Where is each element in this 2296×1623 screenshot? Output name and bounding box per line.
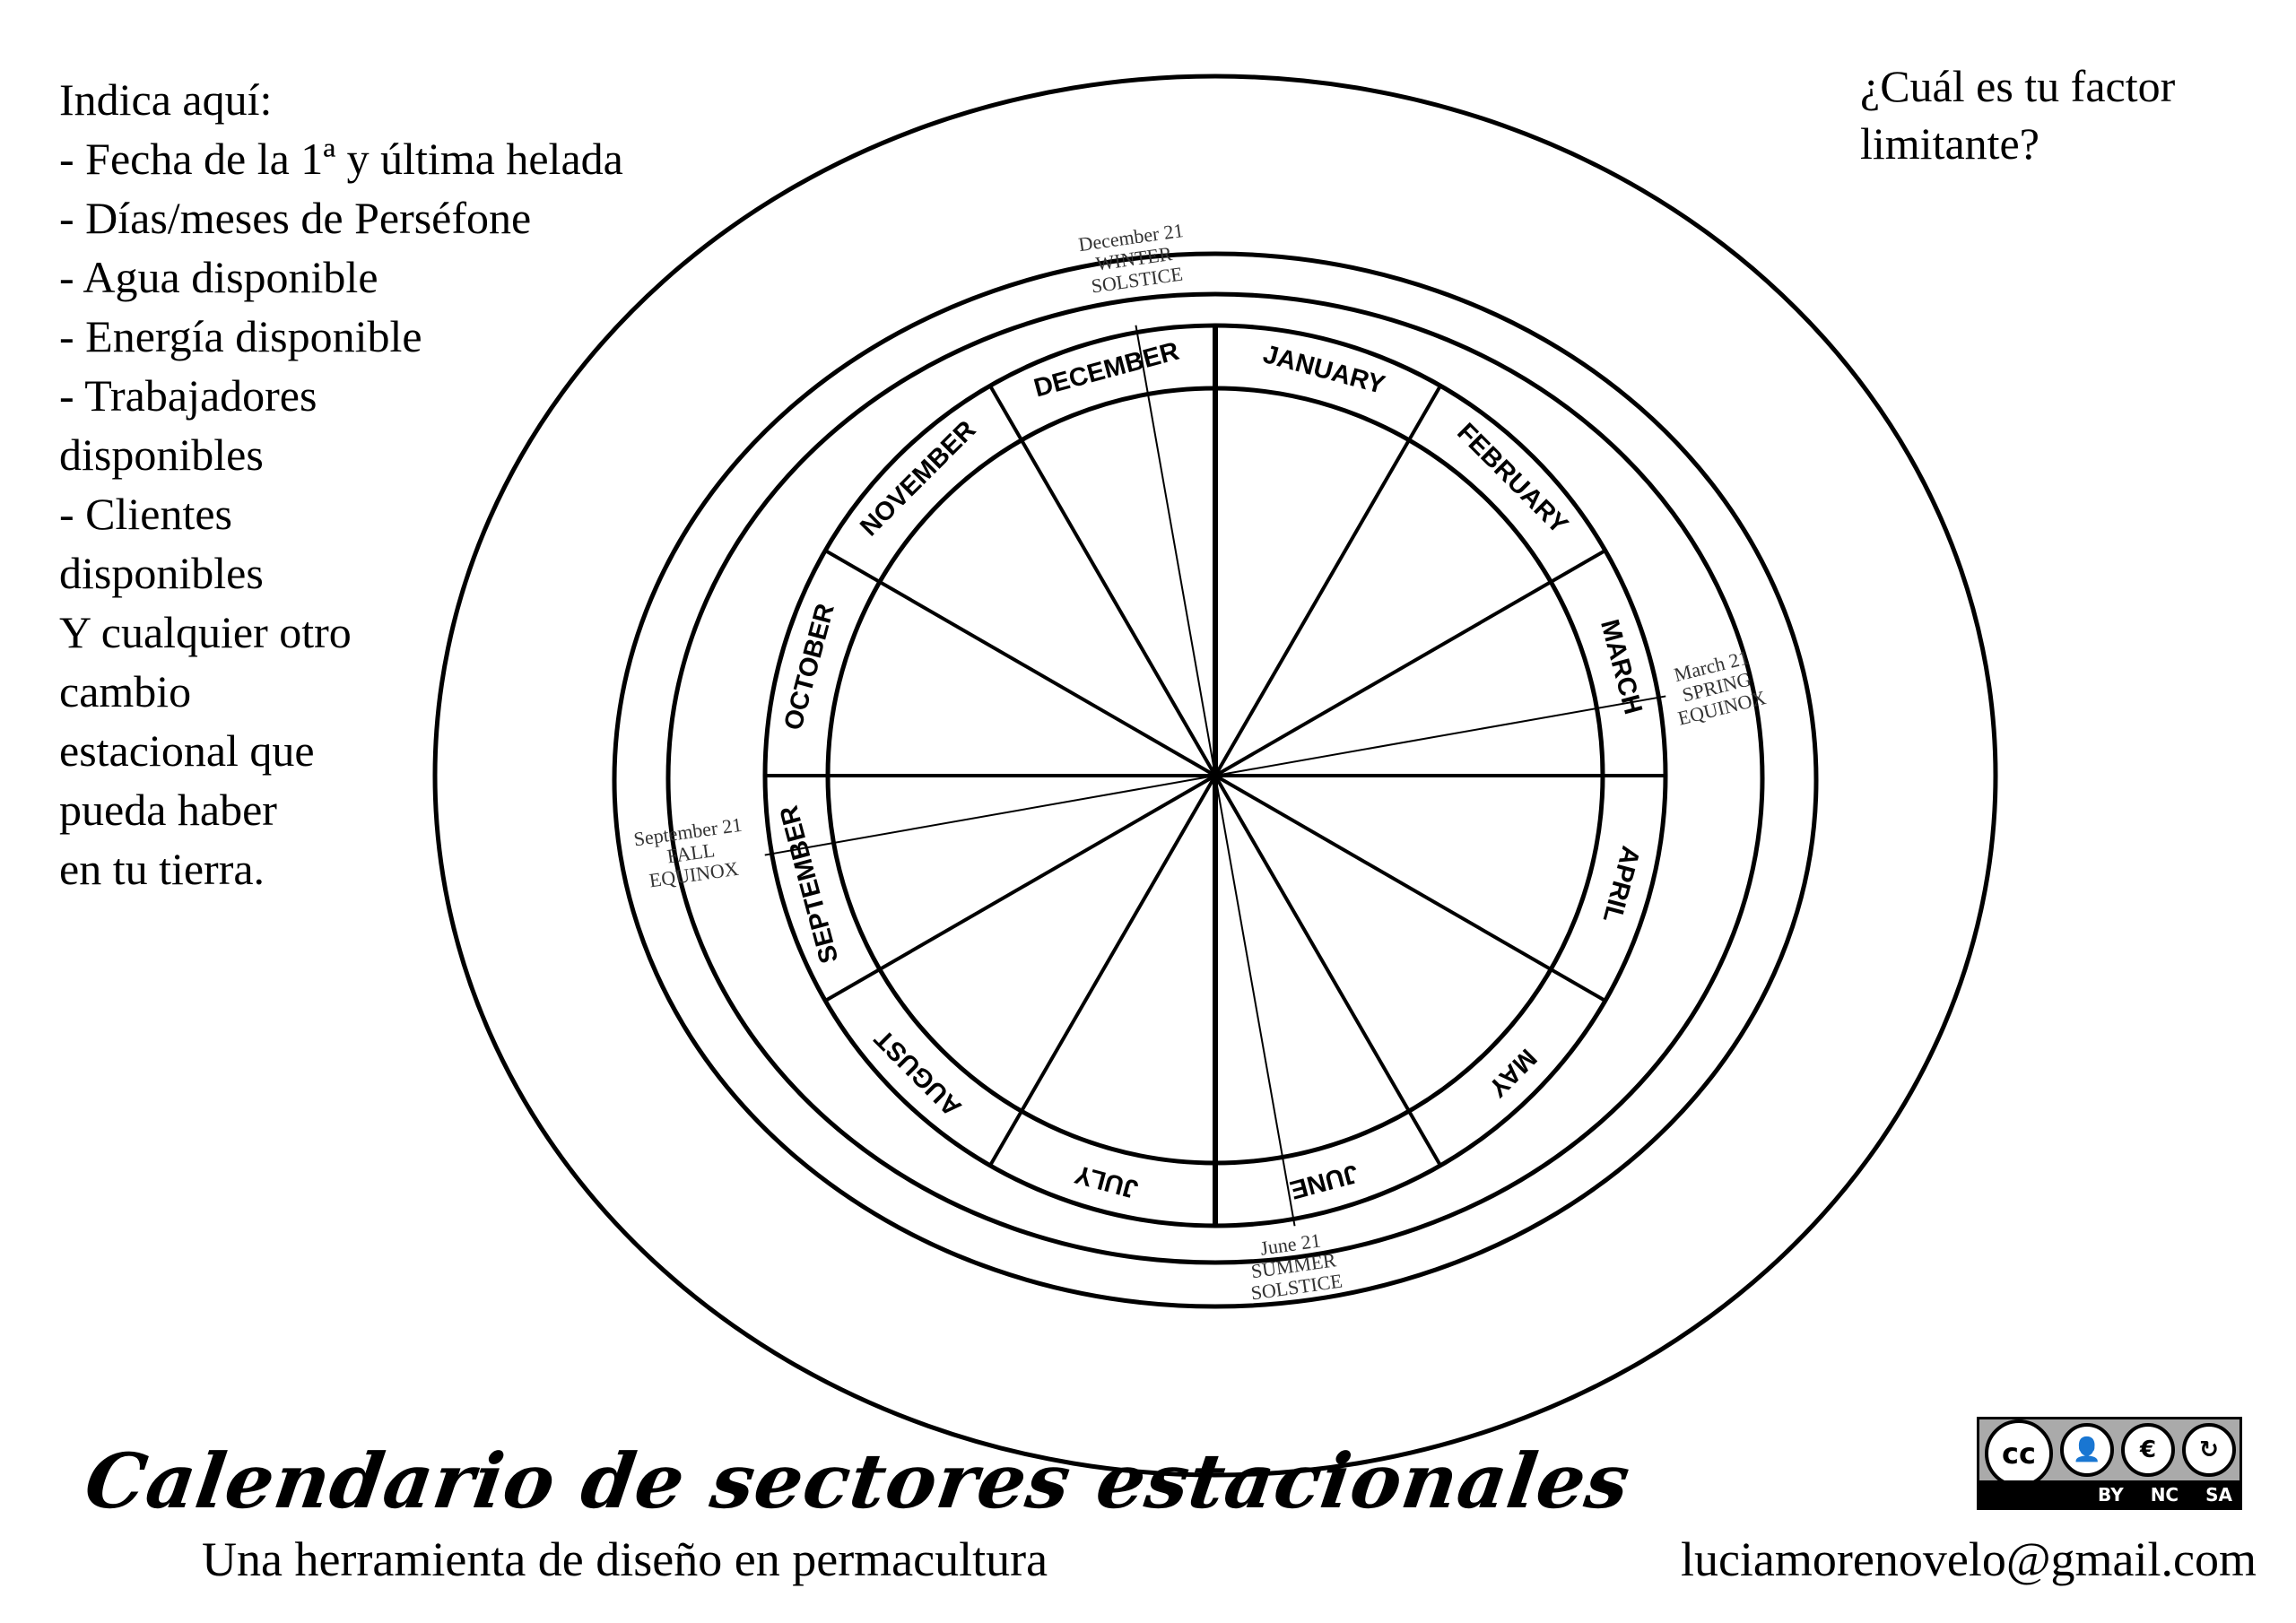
instruction-line: Y cualquier otro <box>59 607 352 657</box>
month-divider <box>1213 385 1442 777</box>
attribution-icon: 👤 <box>2060 1423 2114 1477</box>
cc-icon: cc <box>1985 1419 2053 1488</box>
instruction-line: cambio <box>59 666 192 716</box>
month-divider <box>824 774 1217 1002</box>
solstice-equinox-line <box>764 775 1216 856</box>
solstice-equinox-line <box>1135 325 1216 777</box>
instruction-line: Indica aquí: <box>59 74 273 125</box>
instruction-line: - Agua disponible <box>59 252 378 302</box>
month-divider <box>988 774 1217 1167</box>
instruction-line: - Energía disponible <box>59 311 422 361</box>
license-bar <box>1979 1480 2239 1507</box>
limiting-factor-question: ¿Cuál es tu factor limitante? <box>1860 57 2273 172</box>
instructions-list: Indica aquí: - Fecha de la 1ª y última he… <box>59 70 759 898</box>
month-divider <box>1213 774 1442 1167</box>
month-label-august: AUGUST <box>869 1023 967 1121</box>
instruction-line: pueda haber <box>59 785 277 835</box>
inner-ring <box>665 291 1765 1265</box>
instruction-line: - Clientes <box>59 489 233 539</box>
question-line-2: limitante? <box>1860 118 2039 169</box>
page-subtitle: Una herramienta de diseño en permacultur… <box>202 1532 1048 1586</box>
instruction-line: - Fecha de la 1ª y última helada <box>59 134 623 184</box>
solstice-equinox-line <box>1214 695 1666 777</box>
instruction-line: - Días/meses de Perséfone <box>59 193 532 243</box>
instruction-line: - Trabajadores <box>59 370 317 421</box>
month-divider <box>1213 774 1606 1002</box>
instruction-line: en tu tierra. <box>59 844 265 894</box>
middle-ring <box>612 251 1819 1309</box>
month-label-april: APRIL <box>1597 843 1645 925</box>
noncommercial-icon: € <box>2121 1423 2175 1477</box>
month-label-june: JUNE <box>1287 1159 1361 1204</box>
month-divider <box>1213 549 1606 777</box>
month-dividers <box>764 325 1666 1227</box>
instruction-line: estacional que <box>59 725 315 776</box>
month-divider <box>988 385 1217 777</box>
instruction-line: disponibles <box>59 430 264 480</box>
instruction-line: disponibles <box>59 548 264 598</box>
question-line-1: ¿Cuál es tu factor <box>1860 61 2176 111</box>
month-label-july: JULY <box>1072 1159 1141 1203</box>
month-label-september: SEPTEMBER <box>775 803 845 967</box>
contact-email[interactable]: luciamorenovelo@gmail.com <box>1680 1532 2257 1586</box>
license-nc: NC <box>2150 1484 2179 1506</box>
solstice-equinox-line <box>1214 775 1296 1227</box>
creative-commons-badge[interactable]: cc 👤 € ↻ BY NC SA <box>1977 1417 2242 1510</box>
sharealike-icon: ↻ <box>2182 1423 2236 1477</box>
month-label-january: JANUARY <box>1260 340 1388 400</box>
outer-ring <box>432 74 1998 1478</box>
license-by: BY <box>2098 1484 2124 1506</box>
page-title: Calendario de sectores estacionales <box>80 1436 1636 1525</box>
license-sa: SA <box>2205 1484 2232 1506</box>
month-divider <box>824 549 1217 777</box>
